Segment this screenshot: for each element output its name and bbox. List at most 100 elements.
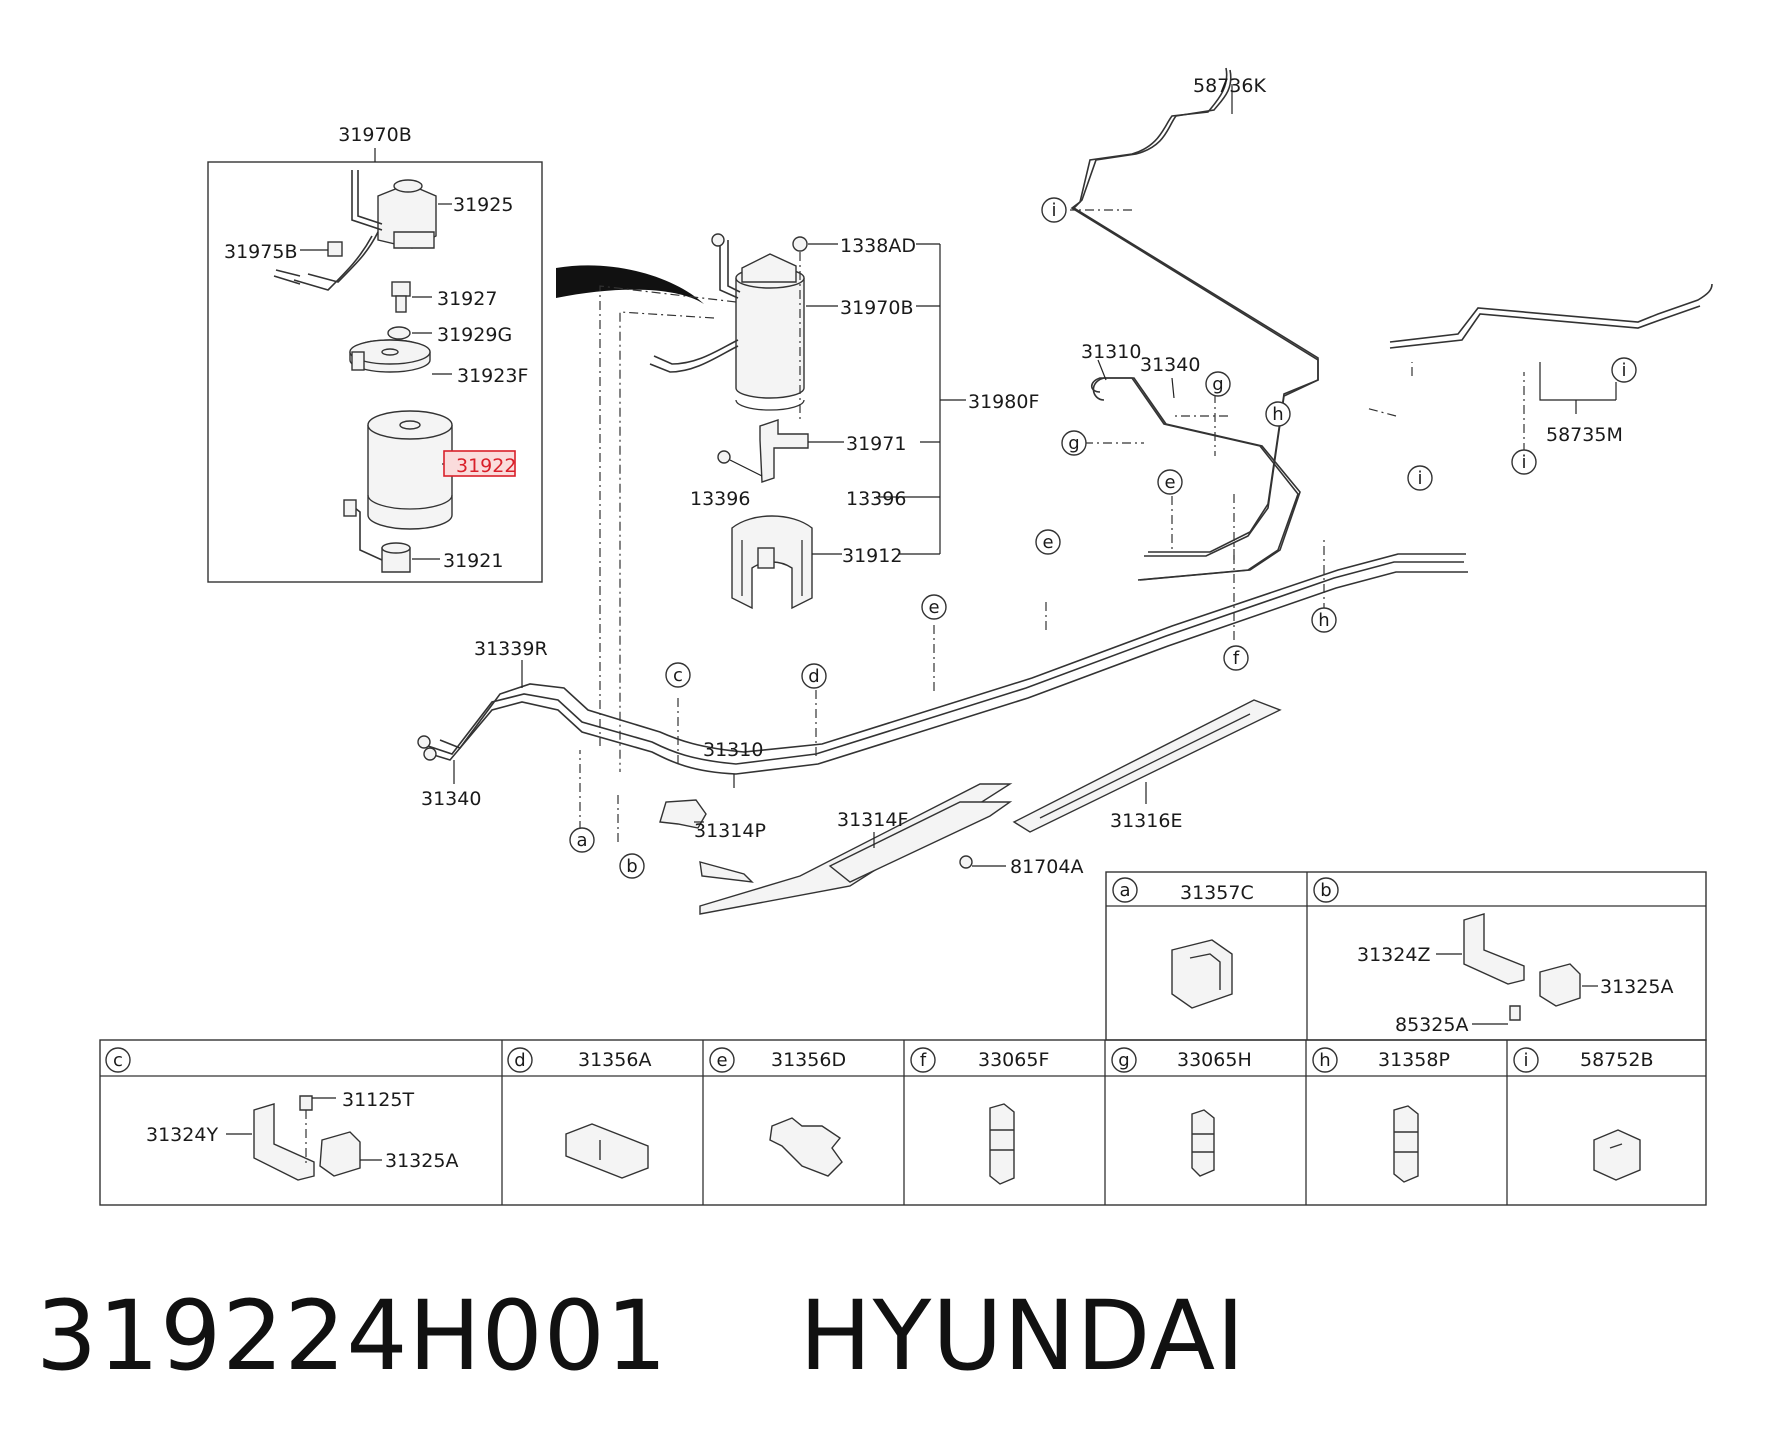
main-fuel-line[interactable] (417, 553, 1468, 775)
label-31975B: 31975B (224, 241, 297, 263)
legend-cell-h[interactable]: h 31358P (1312, 1047, 1450, 1183)
letter-marker-g-2: g (1061, 430, 1087, 456)
svg-text:g: g (1118, 1050, 1129, 1071)
legend-c-label-31324Y: 31324Y (146, 1124, 218, 1146)
legend-cell-a[interactable]: a 31357C (1112, 877, 1254, 1009)
svg-text:i: i (1417, 468, 1422, 489)
part-number-text: 319224H001 (36, 1280, 668, 1392)
svg-text:h: h (1272, 404, 1283, 425)
direction-arrow-shape (556, 265, 704, 304)
fuel-line-protector-31316E[interactable] (1012, 699, 1282, 833)
heater-part-31921[interactable] (343, 499, 411, 573)
fuel-filter-assembly-part[interactable] (649, 233, 805, 411)
svg-text:e: e (1042, 532, 1053, 553)
letter-marker-e-2: e (1035, 529, 1061, 555)
svg-text:e: e (928, 597, 939, 618)
label-31927: 31927 (437, 288, 497, 310)
svg-text:a: a (576, 830, 587, 851)
legend-cell-d[interactable]: d 31356A (507, 1047, 651, 1179)
label-13396-b: 13396 (846, 488, 906, 510)
clip-part-81704A[interactable] (959, 855, 973, 869)
letter-marker-e-3: e (921, 594, 947, 620)
svg-text:i: i (1523, 1050, 1528, 1071)
letter-marker-i-1: i (1041, 197, 1067, 223)
brand-name-text: HYUNDAI (799, 1280, 1246, 1392)
svg-text:i: i (1621, 360, 1626, 381)
label-58735M: 58735M (1546, 424, 1623, 446)
filter-holder-part-31912[interactable] (731, 515, 813, 610)
legend-f-part: 33065F (978, 1049, 1049, 1071)
svg-text:f: f (920, 1050, 927, 1071)
o-ring-part[interactable] (387, 326, 411, 340)
svg-text:g: g (1068, 433, 1079, 454)
filter-cover-part[interactable] (349, 339, 431, 373)
legend-cell-e[interactable]: e 31356D (709, 1047, 846, 1177)
nut-part-1338AD[interactable] (792, 236, 808, 252)
legend-b-label-85325A: 85325A (1395, 1014, 1468, 1036)
svg-text:c: c (113, 1050, 123, 1071)
label-31314F: 31314F (837, 809, 908, 831)
legend-cell-b[interactable]: b 31324Z 31325A 85325A (1313, 877, 1673, 1036)
svg-text:e: e (716, 1050, 727, 1071)
nut-part-13396[interactable] (717, 450, 731, 464)
letter-marker-b: b (619, 853, 645, 879)
label-31970B-right: 31970B (840, 297, 913, 319)
letter-marker-i-4: i (1407, 465, 1433, 491)
svg-text:e: e (1164, 472, 1175, 493)
legend-cell-c[interactable]: c 31125T 31324Y 31325A (105, 1047, 458, 1181)
letter-marker-h-1: h (1265, 401, 1291, 427)
letter-marker-g-1: g (1205, 371, 1231, 397)
letter-marker-f: f (1223, 645, 1249, 671)
legend-b-label-31324Z: 31324Z (1357, 944, 1430, 966)
label-31925: 31925 (453, 194, 513, 216)
fuel-line-protector-31314F[interactable] (699, 783, 1013, 915)
svg-text:d: d (514, 1050, 525, 1071)
svg-text:a: a (1119, 880, 1130, 901)
legend-e-part: 31356D (771, 1049, 846, 1071)
fuel-filter-cartridge-part[interactable] (367, 410, 453, 530)
legend-table-bottom (99, 1039, 1707, 1206)
legend-d-part: 31356A (578, 1049, 651, 1071)
legend-c-label-31325A: 31325A (385, 1150, 458, 1172)
letter-marker-e-1: e (1157, 469, 1183, 495)
letter-marker-c: c (665, 662, 691, 688)
highlight-box-31922[interactable] (443, 450, 516, 477)
letter-marker-h-2: h (1311, 607, 1337, 633)
label-31929G: 31929G (437, 324, 512, 346)
bracket-part-31971[interactable] (759, 419, 809, 483)
label-58736K: 58736K (1193, 75, 1266, 97)
label-31922: 31922 (456, 455, 516, 477)
label-13396-a: 13396 (690, 488, 750, 510)
svg-text:b: b (626, 856, 637, 877)
svg-text:g: g (1212, 374, 1223, 395)
legend-cell-i[interactable]: i 58752B (1513, 1047, 1653, 1181)
letter-marker-d: d (801, 663, 827, 689)
bracket-part-31314P[interactable] (659, 799, 754, 883)
label-31980F: 31980F (968, 391, 1039, 413)
letter-marker-i-3: i (1511, 449, 1537, 475)
legend-g-part: 33065H (1177, 1049, 1252, 1071)
legend-cell-g[interactable]: g 33065H (1111, 1047, 1252, 1177)
label-1338AD: 1338AD (840, 235, 916, 257)
fuel-feed-pipe-top[interactable] (1090, 377, 1301, 581)
svg-text:h: h (1318, 610, 1329, 631)
filter-head-part[interactable] (273, 170, 437, 291)
label-31923F: 31923F (457, 365, 528, 387)
label-31970B-top: 31970B (338, 124, 411, 146)
label-31316E: 31316E (1110, 810, 1182, 832)
footer-caption: 319224H001 HYUNDAI (36, 1280, 1246, 1392)
label-31971: 31971 (846, 433, 906, 455)
svg-text:i: i (1051, 200, 1056, 221)
letter-marker-a: a (569, 827, 595, 853)
legend-cell-f[interactable]: f 33065F (910, 1047, 1049, 1185)
svg-text:i: i (1521, 452, 1526, 473)
label-31310-top: 31310 (1081, 341, 1141, 363)
sensor-part-31927[interactable] (391, 281, 411, 313)
svg-text:f: f (1233, 648, 1240, 669)
fuel-return-pipe[interactable] (1070, 67, 1713, 557)
label-31339R: 31339R (474, 638, 548, 660)
legend-a-part: 31357C (1180, 882, 1254, 904)
svg-text:b: b (1320, 880, 1331, 901)
label-81704A: 81704A (1010, 856, 1083, 878)
